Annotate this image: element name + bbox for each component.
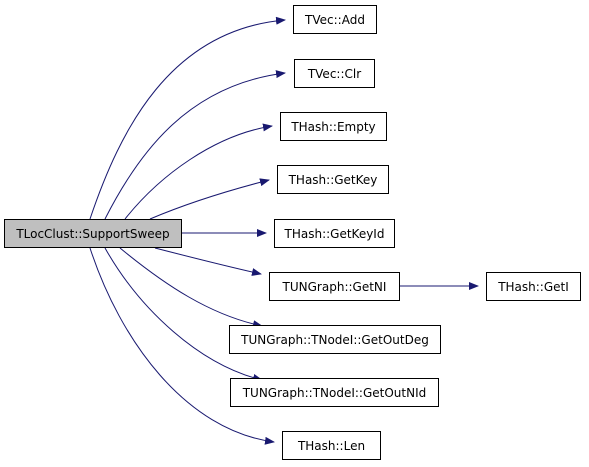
node-thash-getkey[interactable]: THash::GetKey xyxy=(277,165,389,194)
edge-root-to-getkey xyxy=(149,178,270,220)
edge-root-to-clr xyxy=(104,70,286,220)
node-thash-geti[interactable]: THash::GetI xyxy=(486,272,581,301)
node-tungraph-tnodei-getoutnid[interactable]: TUNGraph::TNodeI::GetOutNId xyxy=(230,378,439,407)
node-tungraph-getni[interactable]: TUNGraph::GetNI xyxy=(269,272,400,301)
node-tlocclust-supportsweep[interactable]: TLocClust::SupportSweep xyxy=(4,219,182,248)
node-thash-getkeyid[interactable]: THash::GetKeyId xyxy=(274,219,395,248)
edge-root-to-getni xyxy=(154,247,262,276)
edge-root-to-getoutnid xyxy=(104,247,263,382)
edge-root-to-len xyxy=(89,247,275,445)
node-tvec-clr[interactable]: TVec::Clr xyxy=(294,59,375,88)
edge-root-to-add xyxy=(89,16,286,220)
edge-root-to-empty xyxy=(124,123,273,220)
node-thash-len[interactable]: THash::Len xyxy=(282,431,381,460)
node-thash-empty[interactable]: THash::Empty xyxy=(280,112,387,141)
node-tvec-add[interactable]: TVec::Add xyxy=(293,5,377,34)
node-tungraph-tnodei-getoutdeg[interactable]: TUNGraph::TNodeI::GetOutDeg xyxy=(229,325,441,354)
edge-root-to-getoutdeg xyxy=(119,247,263,329)
